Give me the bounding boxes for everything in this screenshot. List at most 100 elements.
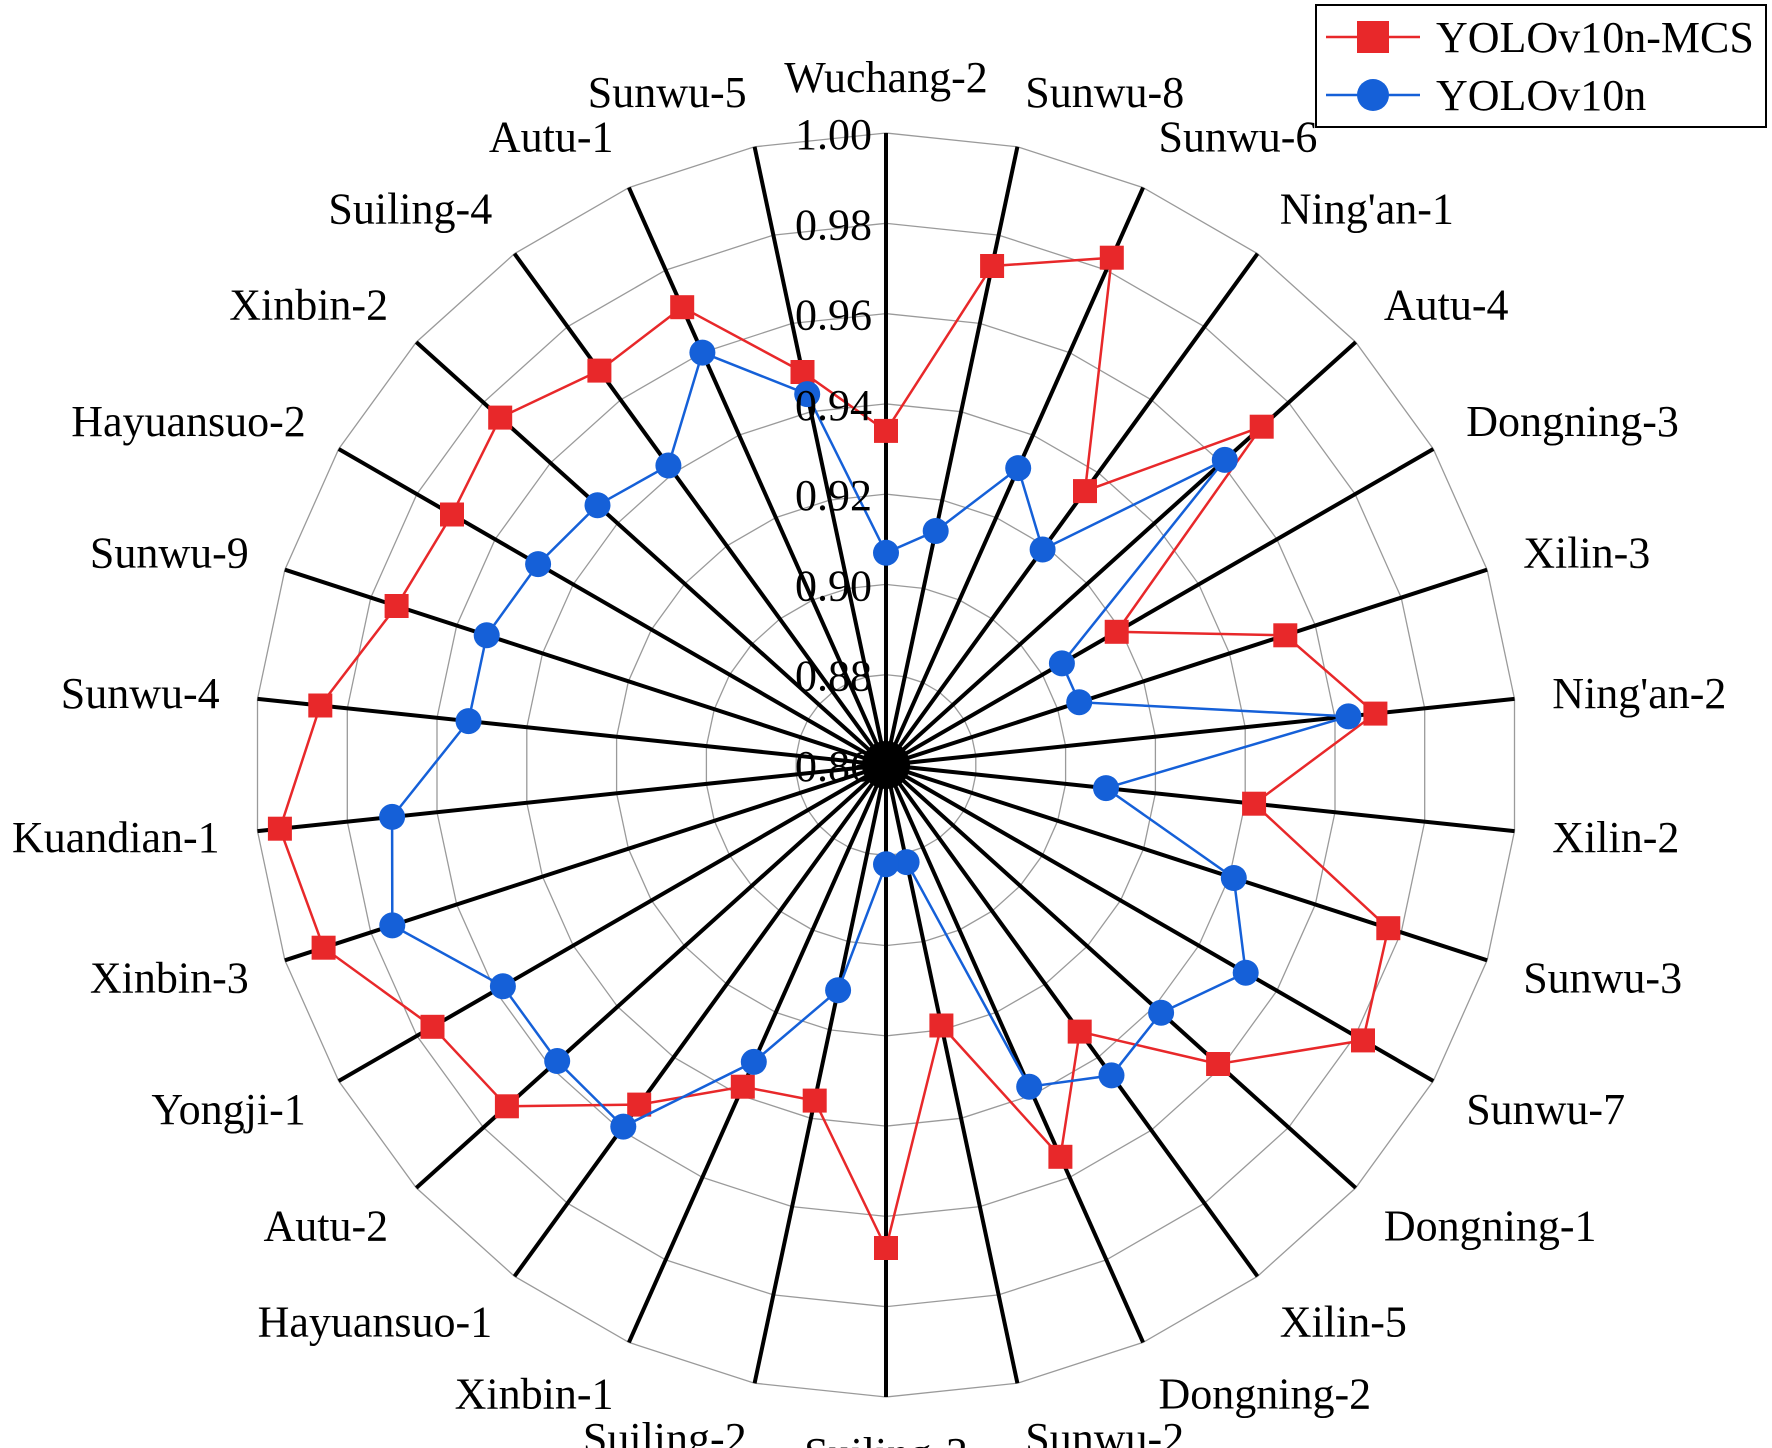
point-s1-3 xyxy=(1029,536,1056,563)
spoke-16 xyxy=(752,764,888,1384)
tick-label-4: 0.94 xyxy=(795,381,872,430)
category-label-17: Xinbin-1 xyxy=(455,1370,614,1419)
point-s1-7 xyxy=(1335,703,1362,730)
category-label-0: Wuchang-2 xyxy=(784,53,987,102)
category-label-2: Sunwu-6 xyxy=(1159,113,1318,162)
category-label-26: Xinbin-2 xyxy=(229,281,388,330)
point-s1-21 xyxy=(379,912,406,939)
point-s0-10 xyxy=(1351,1028,1375,1053)
category-label-28: Autu-1 xyxy=(489,113,614,162)
category-label-15: Suiling-3 xyxy=(804,1429,968,1448)
spoke-27 xyxy=(512,252,888,767)
spoke-10 xyxy=(884,763,1435,1083)
point-s0-6 xyxy=(1273,623,1298,648)
point-s1-2 xyxy=(1005,455,1032,482)
spoke-23 xyxy=(257,696,887,767)
spoke-11 xyxy=(884,763,1358,1190)
category-label-18: Hayuansuo-1 xyxy=(258,1298,493,1347)
point-s0-3 xyxy=(1073,479,1097,504)
category-label-10: Sunwu-7 xyxy=(1466,1085,1625,1134)
point-s1-26 xyxy=(584,492,611,519)
point-s1-13 xyxy=(1016,1073,1043,1100)
category-label-24: Sunwu-9 xyxy=(90,528,249,577)
point-s0-11 xyxy=(1206,1052,1231,1076)
point-s0-4 xyxy=(1249,414,1274,439)
legend-marker-mcs xyxy=(1357,21,1389,53)
category-label-29: Sunwu-5 xyxy=(588,68,747,117)
point-s0-18 xyxy=(627,1092,652,1117)
tick-label-6: 0.98 xyxy=(795,200,872,249)
point-s0-15 xyxy=(874,1236,898,1260)
point-s1-6 xyxy=(1066,689,1093,716)
category-label-25: Hayuansuo-2 xyxy=(71,397,306,446)
legend-box xyxy=(1315,4,1767,128)
point-s1-28 xyxy=(689,339,716,366)
point-s1-16 xyxy=(825,977,852,1004)
point-s1-29 xyxy=(794,381,821,408)
point-s1-15 xyxy=(873,851,899,878)
point-s0-23 xyxy=(308,693,333,718)
center-hub xyxy=(862,741,910,789)
spoke-7 xyxy=(885,696,1515,767)
point-s1-20 xyxy=(489,973,516,1000)
legend-label-base: YOLOv10n xyxy=(1436,71,1646,120)
spoke-29 xyxy=(752,146,888,766)
tick-label-0: 0.86 xyxy=(795,742,872,791)
point-s0-12 xyxy=(1067,1019,1092,1044)
point-s0-9 xyxy=(1376,916,1401,941)
point-s1-12 xyxy=(1098,1062,1125,1089)
point-s0-20 xyxy=(420,1014,445,1039)
category-label-11: Dongning-1 xyxy=(1384,1201,1597,1250)
spoke-1 xyxy=(884,146,1020,766)
category-label-19: Autu-2 xyxy=(263,1201,388,1250)
point-s1-4 xyxy=(1211,446,1238,473)
point-s0-5 xyxy=(1104,619,1129,644)
point-s1-9 xyxy=(1220,865,1247,891)
category-label-27: Suiling-4 xyxy=(328,184,492,233)
point-s1-5 xyxy=(1048,650,1075,677)
point-s1-27 xyxy=(655,452,682,479)
series-layer xyxy=(267,245,1401,1260)
point-s1-14 xyxy=(893,849,920,876)
spoke-28 xyxy=(627,186,888,766)
point-s0-26 xyxy=(488,405,513,430)
spoke-6 xyxy=(885,567,1488,767)
point-s1-25 xyxy=(525,551,552,578)
point-s1-18 xyxy=(610,1113,637,1140)
point-s1-22 xyxy=(379,803,406,830)
spoke-4 xyxy=(884,340,1358,767)
point-s0-13 xyxy=(1048,1144,1073,1169)
category-label-21: Xinbin-3 xyxy=(90,954,249,1003)
radar-spokes xyxy=(257,133,1515,1397)
point-s0-0 xyxy=(874,418,898,443)
category-label-5: Dongning-3 xyxy=(1466,397,1679,446)
spoke-8 xyxy=(885,763,1515,834)
point-s0-14 xyxy=(929,1013,954,1038)
point-s1-24 xyxy=(473,622,500,649)
point-s0-16 xyxy=(802,1088,827,1113)
series-line-1 xyxy=(390,350,1349,1129)
category-label-6: Xilin-3 xyxy=(1523,528,1650,577)
point-s1-11 xyxy=(1148,999,1175,1026)
point-s1-0 xyxy=(873,539,899,566)
point-s0-28 xyxy=(670,295,695,320)
tick-label-2: 0.90 xyxy=(795,561,872,610)
spoke-19 xyxy=(414,763,888,1190)
point-s0-22 xyxy=(267,816,292,841)
point-s0-1 xyxy=(980,254,1005,278)
legend-label-mcs: YOLOv10n-MCS xyxy=(1436,13,1754,62)
category-label-22: Kuandian-1 xyxy=(12,813,220,862)
category-label-3: Ning'an-1 xyxy=(1280,184,1454,233)
category-label-16: Suiling-2 xyxy=(583,1414,747,1448)
tick-label-7: 1.00 xyxy=(795,110,872,159)
point-s0-29 xyxy=(790,360,815,384)
spoke-5 xyxy=(884,447,1435,767)
point-s0-19 xyxy=(494,1094,519,1119)
spoke-13 xyxy=(884,764,1145,1344)
category-label-9: Sunwu-3 xyxy=(1523,954,1682,1003)
tick-label-5: 0.96 xyxy=(795,291,872,340)
point-s1-23 xyxy=(455,708,482,735)
category-label-14: Sunwu-2 xyxy=(1025,1414,1184,1448)
point-s0-24 xyxy=(384,594,409,618)
